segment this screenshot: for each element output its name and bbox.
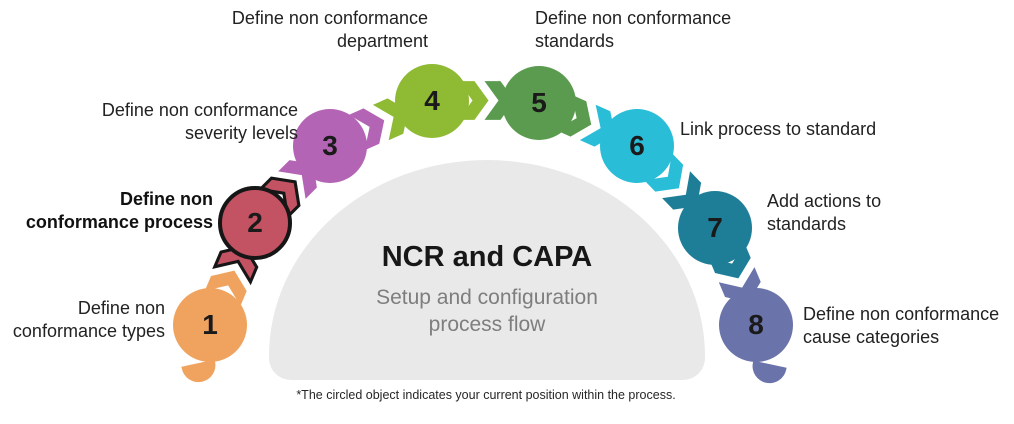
step-label-4: Define non conformance department (231, 8, 428, 51)
step-circle-1: 1 (173, 288, 247, 362)
step-number-2: 2 (247, 207, 263, 238)
step-circle-4: 4 (395, 64, 469, 138)
chevron-3-to-4-src-icon (348, 108, 385, 151)
center-dome: NCR and CAPA Setup and configuration pro… (269, 160, 705, 380)
flow-start-marker-icon (181, 359, 219, 386)
step-number-1: 1 (202, 309, 218, 340)
step-label-1: Define non conformance types (12, 298, 165, 341)
step-label-3: Define non conformance severity levels (101, 100, 298, 143)
step-number-3: 3 (322, 130, 338, 161)
step-label-8: Define non conformance cause categories (803, 304, 1000, 347)
step-circle-7: 7 (678, 191, 752, 265)
step-number-6: 6 (629, 130, 645, 161)
diagram-subtitle: Setup and configuration process flow (376, 286, 598, 336)
step-label-7: Add actions to standards (767, 191, 882, 234)
step-number-8: 8 (748, 309, 764, 340)
chevron-2-to-3-src-highlighted-icon (256, 176, 301, 221)
footnote: *The circled object indicates your curre… (296, 388, 676, 402)
diagram-title: NCR and CAPA (381, 241, 593, 273)
chevron-6-to-7-src-icon (644, 153, 684, 192)
step-circle-8: 8 (719, 288, 793, 362)
step-circle-5: 5 (502, 66, 576, 140)
step-number-4: 4 (424, 85, 440, 116)
step-circle-2-current: 2 (218, 186, 292, 260)
chevron-1-to-2-src-icon (204, 270, 247, 306)
step-circle-3: 3 (293, 109, 367, 183)
step-circle-6: 6 (600, 109, 674, 183)
step-number-7: 7 (707, 212, 723, 243)
step-label-2-current: Define non conformance process (25, 189, 213, 232)
flow-end-marker-icon (749, 360, 787, 387)
step-number-5: 5 (531, 87, 547, 118)
step-label-6: Link process to standard (680, 119, 877, 139)
step-label-5: Define non conformance standards (535, 8, 732, 51)
